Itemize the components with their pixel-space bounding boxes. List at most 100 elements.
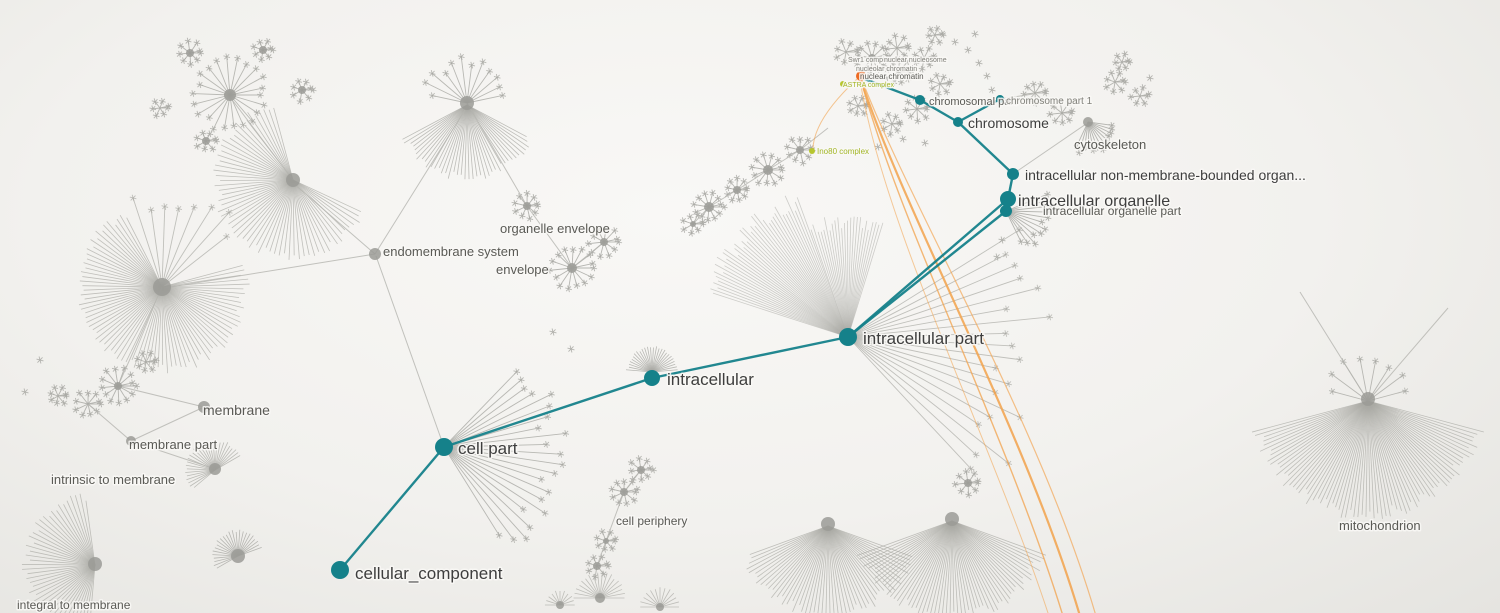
term-node[interactable] [656,603,664,611]
term-label[interactable]: cytoskeleton [1073,136,1148,154]
term-label[interactable]: nuclear chromatin [859,71,926,83]
highlighted-term-node[interactable] [1000,191,1016,207]
highlighted-term-node[interactable] [839,328,857,346]
term-label[interactable]: nucleolar chromatin [855,65,919,75]
term-label[interactable]: mitochondrion [1338,517,1423,535]
term-label[interactable]: integral to membrane [16,597,133,613]
term-node[interactable] [186,49,194,57]
highlighted-term-node[interactable] [1007,168,1019,180]
term-node[interactable] [523,202,531,210]
term-label[interactable]: intracellular non-membrane-bounded organ… [1024,166,1308,185]
term-node[interactable] [460,96,474,110]
term-node[interactable] [637,466,645,474]
term-node[interactable] [964,479,972,487]
term-label[interactable]: intracellular organelle part [1042,203,1184,220]
term-label[interactable]: chromosome part 1 [1005,95,1095,109]
leaf-asterisk-icon [1045,215,1051,221]
term-node[interactable] [567,263,577,273]
term-label[interactable]: cellular_component [354,563,505,585]
term-node[interactable] [796,146,804,154]
term-node[interactable] [88,557,102,571]
highlighted-term-node[interactable] [435,438,453,456]
selected-term-node[interactable] [856,71,866,81]
term-node[interactable] [202,137,210,145]
term-node[interactable] [620,488,628,496]
term-label[interactable]: intracellular [666,369,756,391]
highlighted-term-node[interactable] [996,95,1004,103]
term-node[interactable] [224,89,236,101]
term-label[interactable]: membrane [202,401,272,420]
leaf-asterisk-icon [1038,81,1044,88]
fan-spoke [951,520,974,613]
leaf-asterisk-icon [103,391,109,398]
term-label[interactable]: cell periphery [615,513,689,530]
term-label[interactable]: membrane part [128,436,220,454]
fan-spoke [788,211,849,338]
term-node[interactable] [593,562,601,570]
term-node[interactable] [595,593,605,603]
term-node[interactable] [231,549,245,563]
term-label[interactable]: cell part [457,438,520,460]
fan-spoke [805,525,829,613]
highlighted-term-node[interactable] [915,95,925,105]
highlighted-term-node[interactable] [953,117,963,127]
term-node[interactable] [733,186,741,194]
term-node[interactable] [945,512,959,526]
leaf-asterisk-icon [1048,203,1054,209]
leaf-asterisk-icon [1003,330,1009,337]
term-label[interactable]: chromosomal part [928,95,1019,110]
term-label[interactable]: envelope [495,261,551,279]
term-node[interactable] [114,382,122,390]
term-label[interactable]: intrinsic to membrane [50,471,177,489]
leaf-asterisk-icon [226,209,232,216]
fan-spoke [161,208,180,288]
term-node[interactable] [821,517,835,531]
highlighted-term-node[interactable] [331,561,349,579]
fan-spoke [827,525,870,604]
term-label[interactable]: endomembrane system [382,243,521,261]
term-label[interactable]: intracellular organelle [1017,192,1172,212]
term-node[interactable] [600,238,608,246]
term-label[interactable]: ASTRA complex [842,81,896,91]
fan-spoke [161,286,182,368]
term-node[interactable] [556,601,564,609]
term-label[interactable]: nuclear nucleosome [883,56,949,66]
fan-spoke [74,495,96,566]
leaf-asterisk-icon [688,230,695,236]
term-node[interactable] [153,278,171,296]
term-node[interactable] [763,165,773,175]
highlighted-term-node[interactable] [1000,205,1012,217]
highlighted-term-node[interactable] [644,370,660,386]
fan-spoke [161,286,226,348]
term-node[interactable] [1361,392,1375,406]
selected-term-node[interactable] [840,81,846,87]
term-node[interactable] [209,463,221,475]
term-node[interactable] [198,401,210,413]
term-node[interactable] [259,46,267,54]
term-label[interactable]: Ino80 complex [816,146,871,158]
leaf-asterisk-icon [1057,98,1063,104]
fan-spoke [29,559,96,566]
term-label[interactable]: intracellular part [862,328,986,350]
fan-spoke [82,276,163,288]
leaf-asterisk-icon [1073,143,1080,150]
term-label[interactable]: chromosome [967,114,1051,133]
term-node[interactable] [603,538,609,544]
term-node[interactable] [298,86,306,94]
selected-term-node[interactable] [809,148,815,154]
term-label[interactable]: Swr1 complex [847,56,894,66]
term-node[interactable] [690,221,696,227]
term-node[interactable] [868,54,876,62]
fan-spoke [161,286,244,290]
term-node[interactable] [704,202,714,212]
fan-spoke [466,104,525,155]
term-node[interactable] [369,248,381,260]
term-node[interactable] [286,173,300,187]
leaf-asterisk-icon [206,114,213,121]
fan-spoke [466,104,502,172]
term-label[interactable]: organelle envelope [499,220,612,238]
term-node[interactable] [1083,117,1093,127]
term-node[interactable] [126,436,136,446]
